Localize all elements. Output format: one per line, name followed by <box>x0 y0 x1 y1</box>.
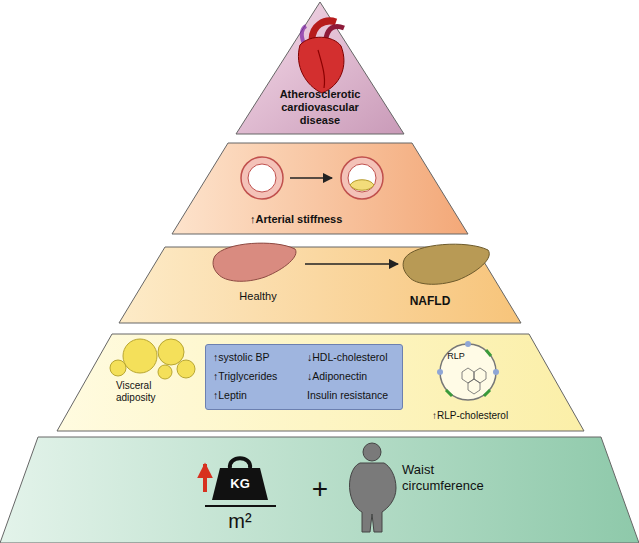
band-shape <box>172 143 468 234</box>
node-label: Visceral adiposity <box>116 380 180 404</box>
lipoprotein-icon <box>437 341 499 396</box>
lipoprotein-icon <box>486 350 491 356</box>
node-label: NAFLD <box>395 294 465 308</box>
weight-icon <box>203 464 207 492</box>
fat-cell-icon <box>158 339 184 365</box>
node-label: Waist circumference <box>402 462 506 493</box>
lipoprotein-icon <box>493 369 499 375</box>
lipoprotein-icon <box>462 368 486 394</box>
weight-icon <box>205 458 276 506</box>
heart-icon <box>298 37 344 93</box>
artery-icon <box>348 164 376 192</box>
lipoprotein-icon <box>437 369 443 375</box>
artery-icon <box>248 164 276 192</box>
band-shape <box>57 334 584 431</box>
fat-cell-icon <box>110 339 195 379</box>
lipoprotein-icon <box>484 390 490 396</box>
person-icon <box>349 463 396 532</box>
weight-icon <box>230 458 250 468</box>
node-label: ↑Leptin <box>213 389 247 402</box>
node-label: ↑systolic BP <box>213 351 270 364</box>
lipoprotein-icon <box>465 341 471 347</box>
liver-icon <box>213 243 296 281</box>
person-icon <box>349 443 396 532</box>
band-shape <box>236 2 404 134</box>
fat-cell-icon <box>158 365 172 379</box>
heart-icon <box>298 21 344 93</box>
node-label: Insulin resistance <box>307 389 388 402</box>
weight-icon <box>205 505 276 507</box>
lipoprotein-icon <box>446 390 452 396</box>
vascular-band: ↑Arterial stiffness <box>172 143 468 234</box>
node-label: ↑Triglycerides <box>213 370 277 383</box>
node-label: ↑RLP-cholesterol <box>432 410 508 422</box>
node-label: + <box>305 472 335 506</box>
liver-icon <box>213 243 489 284</box>
artery-icon <box>290 177 332 179</box>
node-label: Healthy <box>223 290 293 303</box>
node-label: m² <box>210 509 270 533</box>
liver-icon <box>305 263 398 265</box>
person-icon <box>363 443 381 461</box>
weight-icon <box>212 468 268 500</box>
lipoprotein-outline <box>440 344 496 400</box>
artery-icon <box>241 157 383 199</box>
artery-icon <box>341 157 383 199</box>
band-shape <box>0 437 639 543</box>
liver-icon <box>403 244 489 284</box>
biomarker-box: ↑systolic BP ↑Triglycerides ↑Leptin ↓HDL-ch… <box>205 344 403 410</box>
node-label: KG <box>215 476 265 492</box>
artery-icon <box>350 180 374 191</box>
heart-icon <box>326 26 344 38</box>
fat-cell-icon <box>177 360 195 378</box>
anthropometry-band: KG m² + Waist circumference <box>0 437 639 543</box>
node-label: ↑Arterial stiffness <box>250 213 342 226</box>
node-label: ↓Adiponectin <box>307 370 367 383</box>
artery-icon <box>241 157 283 199</box>
fat-cell-icon <box>110 360 126 376</box>
node-label: RLP <box>441 351 471 362</box>
node-label: Atherosclerotic cardiovascular disease <box>264 88 376 128</box>
heart-icon <box>318 50 325 88</box>
fat-cell-icon <box>123 339 157 373</box>
node-label: ↓HDL-cholesterol <box>307 351 388 364</box>
